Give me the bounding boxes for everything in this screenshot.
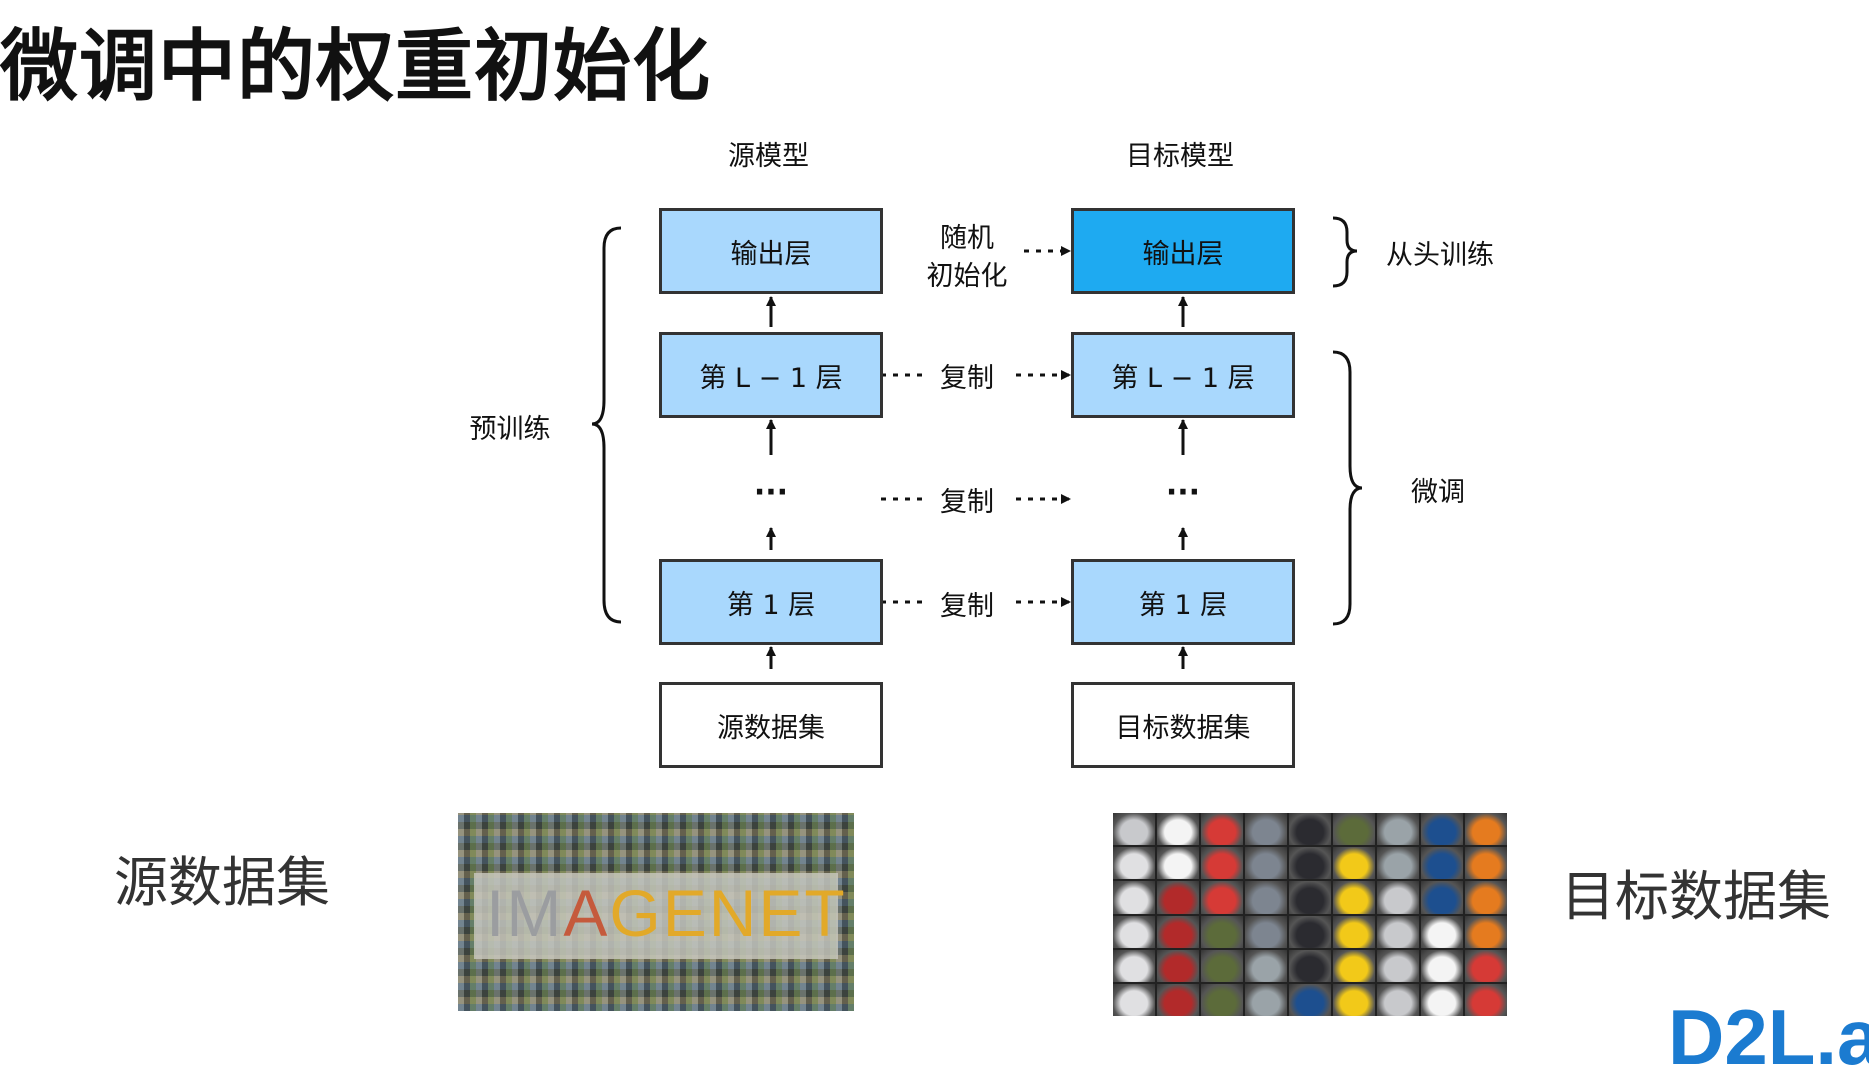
car-tile bbox=[1245, 813, 1287, 846]
car-tile bbox=[1113, 983, 1155, 1016]
cars-dataset-image bbox=[1113, 813, 1507, 1016]
source-dataset-caption: 源数据集 bbox=[114, 851, 330, 914]
target-layer-l-minus-1: 第 L − 1 层 bbox=[1071, 332, 1295, 418]
car-tile bbox=[1289, 847, 1331, 880]
finetune-label: 微调 bbox=[1411, 477, 1465, 508]
car-tile bbox=[1465, 847, 1507, 880]
car-tile bbox=[1201, 949, 1243, 982]
d2l-logo: D2L.a bbox=[1668, 993, 1869, 1081]
car-tile bbox=[1113, 881, 1155, 914]
random-init-label-line1: 随机 bbox=[940, 223, 994, 254]
car-tile bbox=[1201, 813, 1243, 846]
car-tile bbox=[1113, 813, 1155, 846]
car-tile bbox=[1245, 847, 1287, 880]
car-tile bbox=[1245, 983, 1287, 1016]
car-tile bbox=[1333, 983, 1375, 1016]
car-tile bbox=[1245, 915, 1287, 948]
target-layer-1: 第 1 层 bbox=[1071, 559, 1295, 645]
source-layer-l-minus-1: 第 L − 1 层 bbox=[659, 332, 883, 418]
car-tile bbox=[1377, 813, 1419, 846]
random-init-label-line2: 初始化 bbox=[926, 261, 1008, 292]
car-tile bbox=[1289, 915, 1331, 948]
car-tile bbox=[1201, 847, 1243, 880]
car-tile bbox=[1201, 915, 1243, 948]
car-tile bbox=[1157, 881, 1199, 914]
car-tile bbox=[1421, 983, 1463, 1016]
car-tile bbox=[1377, 847, 1419, 880]
copy-label-layer-1: 复制 bbox=[940, 591, 994, 622]
car-tile bbox=[1377, 915, 1419, 948]
imagenet-image: IMAGENET bbox=[458, 813, 854, 1011]
train-from-scratch-label: 从头训练 bbox=[1386, 240, 1494, 271]
car-tile bbox=[1113, 847, 1155, 880]
target-output-layer: 输出层 bbox=[1071, 208, 1295, 294]
car-tile bbox=[1113, 915, 1155, 948]
source-model-label: 源模型 bbox=[728, 141, 809, 172]
copy-label-ellipsis: 复制 bbox=[940, 487, 994, 518]
target-dataset-box: 目标数据集 bbox=[1071, 682, 1295, 768]
car-tile bbox=[1465, 983, 1507, 1016]
car-tile bbox=[1333, 813, 1375, 846]
car-tile bbox=[1289, 983, 1331, 1016]
copy-label-l-minus-1: 复制 bbox=[940, 363, 994, 394]
car-tile bbox=[1157, 983, 1199, 1016]
car-tile bbox=[1201, 881, 1243, 914]
car-tile bbox=[1245, 949, 1287, 982]
car-tile bbox=[1289, 949, 1331, 982]
car-tile bbox=[1377, 881, 1419, 914]
car-tile bbox=[1157, 847, 1199, 880]
car-tile bbox=[1421, 813, 1463, 846]
target-ellipsis: ··· bbox=[1165, 475, 1201, 510]
car-tile bbox=[1201, 983, 1243, 1016]
source-dataset-box: 源数据集 bbox=[659, 682, 883, 768]
car-tile bbox=[1465, 881, 1507, 914]
slide-title: 微调中的权重初始化 bbox=[0, 22, 712, 112]
car-tile bbox=[1421, 949, 1463, 982]
car-tile bbox=[1421, 847, 1463, 880]
car-tile bbox=[1289, 881, 1331, 914]
source-layer-1: 第 1 层 bbox=[659, 559, 883, 645]
car-tile bbox=[1333, 881, 1375, 914]
car-tile bbox=[1333, 847, 1375, 880]
car-tile bbox=[1465, 813, 1507, 846]
car-tile bbox=[1421, 881, 1463, 914]
car-tile bbox=[1333, 915, 1375, 948]
car-tile bbox=[1465, 915, 1507, 948]
car-tile bbox=[1465, 949, 1507, 982]
car-tile bbox=[1377, 949, 1419, 982]
car-tile bbox=[1157, 949, 1199, 982]
target-model-label: 目标模型 bbox=[1126, 141, 1234, 172]
car-tile bbox=[1245, 881, 1287, 914]
source-ellipsis: ··· bbox=[753, 475, 789, 510]
source-output-layer: 输出层 bbox=[659, 208, 883, 294]
car-tile bbox=[1421, 915, 1463, 948]
car-tile bbox=[1333, 949, 1375, 982]
car-tile bbox=[1289, 813, 1331, 846]
imagenet-logo-text: IMAGENET bbox=[486, 876, 847, 950]
target-dataset-caption: 目标数据集 bbox=[1561, 865, 1831, 928]
pretrain-label: 预训练 bbox=[469, 414, 551, 445]
car-tile bbox=[1157, 915, 1199, 948]
car-tile bbox=[1157, 813, 1199, 846]
car-tile bbox=[1113, 949, 1155, 982]
diagram-connectors bbox=[591, 216, 1363, 669]
car-tile bbox=[1377, 983, 1419, 1016]
